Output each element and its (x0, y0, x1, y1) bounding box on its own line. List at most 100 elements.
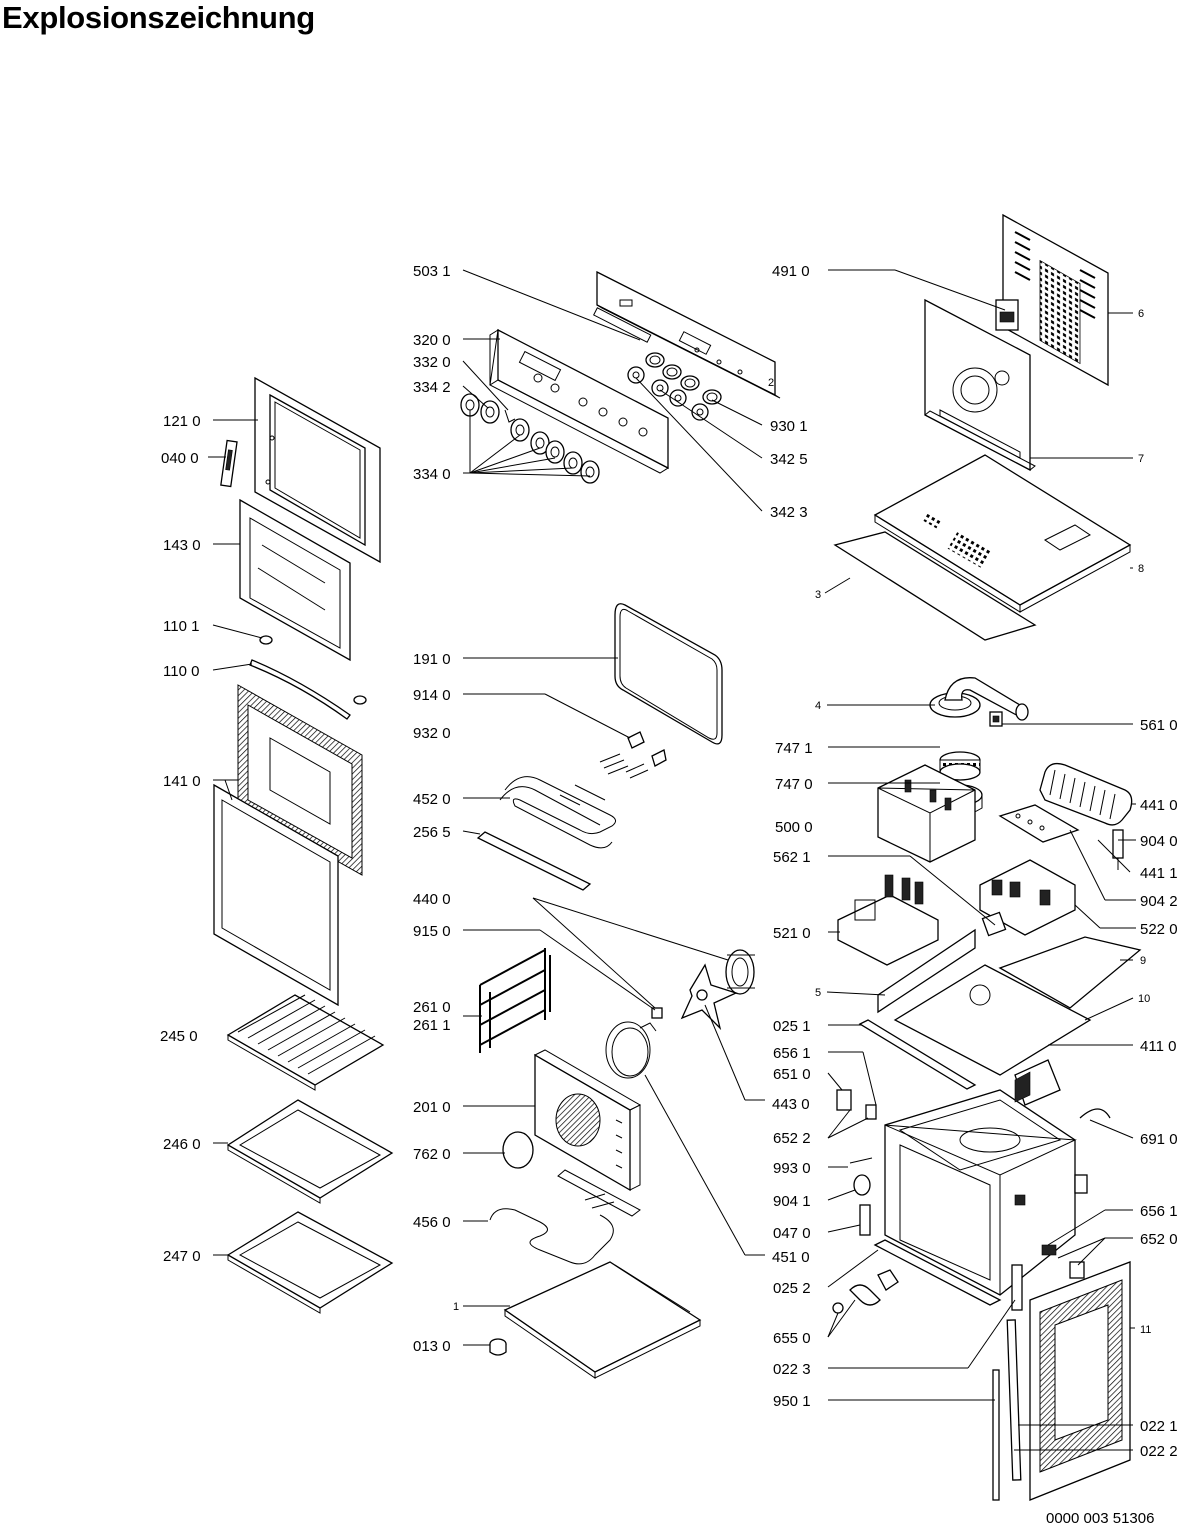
lamp-cover (502, 1131, 534, 1169)
callout-5: 5 (815, 987, 821, 999)
convection-fan (651, 949, 755, 1031)
top-sheet-metal (858, 928, 1142, 1090)
callout-261-0: 261 0 (413, 999, 451, 1016)
callout-245-0: 245 0 (160, 1028, 198, 1045)
callout-013-0: 013 0 (413, 1338, 451, 1355)
inner-door-glass (239, 498, 351, 662)
callout-993-0: 993 0 (773, 1160, 811, 1177)
callout-246-0: 246 0 (163, 1136, 201, 1153)
callout-191-0: 191 0 (413, 651, 451, 668)
callout-656-1: 656 1 (773, 1045, 811, 1062)
callout-143-0: 143 0 (163, 537, 201, 554)
oven-cavity (884, 1059, 1088, 1296)
callout-441-0: 441 0 (1140, 797, 1178, 814)
exhaust-duct (929, 677, 1029, 727)
oven-door-gasket (614, 603, 723, 745)
callout-440-0: 440 0 (413, 891, 451, 908)
callout-025-1: 025 1 (773, 1018, 811, 1035)
callout-1: 1 (453, 1301, 459, 1313)
callout-652-2: 652 2 (773, 1130, 811, 1147)
grill-heating-element (499, 776, 616, 849)
callout-691-0: 691 0 (1140, 1131, 1178, 1148)
callout-261-1: 261 1 (413, 1017, 451, 1034)
callout-762-0: 762 0 (413, 1146, 451, 1163)
callout-451-0: 451 0 (772, 1249, 810, 1266)
back-wall (924, 298, 1036, 472)
callout-047-0: 047 0 (773, 1225, 811, 1242)
electronic-modules (837, 764, 1076, 966)
callout-9: 9 (1140, 955, 1146, 967)
callout-022-3: 022 3 (773, 1361, 811, 1378)
callout-561-0: 561 0 (1140, 717, 1178, 734)
callout-332-0: 332 0 (413, 354, 451, 371)
shelf-supports (479, 948, 551, 1053)
callout-441-1: 441 1 (1140, 865, 1178, 882)
callout-456-0: 456 0 (413, 1214, 451, 1231)
callout-121-0: 121 0 (163, 413, 201, 430)
callout-443-0: 443 0 (772, 1096, 810, 1113)
callout-904-2: 904 2 (1140, 893, 1178, 910)
callout-022-2: 022 2 (1140, 1443, 1178, 1460)
callout-522-0: 522 0 (1140, 921, 1178, 938)
callout-651-0: 651 0 (773, 1066, 811, 1083)
callout-320-0: 320 0 (413, 332, 451, 349)
callout-256-5: 256 5 (413, 824, 451, 841)
callout-334-2: 334 2 (413, 379, 451, 396)
callout-656-1-b: 656 1 (1140, 1203, 1178, 1220)
top-cover (833, 454, 1132, 641)
callout-747-1: 747 1 (775, 740, 813, 757)
callout-141-0: 141 0 (163, 773, 201, 790)
callout-342-3: 342 3 (770, 504, 808, 521)
control-panel-rear (593, 270, 781, 399)
outer-door-glass (213, 684, 363, 1007)
callout-3: 3 (815, 589, 821, 601)
control-knobs (460, 393, 600, 484)
callout-491-0: 491 0 (772, 263, 810, 280)
tangential-fan-motor (998, 762, 1133, 870)
callout-914-0: 914 0 (413, 687, 451, 704)
wire-shelf (226, 994, 385, 1091)
callout-411-0: 411 0 (1140, 1038, 1176, 1055)
rotary-switches (627, 352, 722, 421)
callout-521-0: 521 0 (773, 925, 811, 942)
front-frame-parts (873, 1239, 1023, 1501)
grill-rail (476, 831, 592, 891)
side-door-frame (1029, 1261, 1131, 1501)
callout-110-0: 110 0 (163, 663, 199, 680)
callout-904-0: 904 0 (1140, 833, 1178, 850)
roasting-pan (226, 1211, 394, 1314)
callout-247-0: 247 0 (163, 1248, 201, 1265)
fan-cover (533, 1049, 642, 1192)
door-frame (254, 376, 381, 564)
callout-950-1: 950 1 (773, 1393, 811, 1410)
callout-915-0: 915 0 (413, 923, 451, 940)
callout-201-0: 201 0 (413, 1099, 451, 1116)
callout-932-0: 932 0 (413, 725, 451, 742)
small-parts-right (832, 1089, 1111, 1314)
control-panel-front (488, 328, 670, 474)
callout-503-1: 503 1 (413, 263, 451, 280)
baking-tray (226, 1099, 394, 1204)
callout-8: 8 (1138, 563, 1144, 575)
callout-10: 10 (1138, 993, 1150, 1005)
callout-4: 4 (815, 700, 821, 712)
callout-2: 2 (768, 377, 774, 389)
lamp-holder-parts (599, 731, 667, 779)
rear-cover-panel (1002, 213, 1109, 387)
callout-7: 7 (1138, 453, 1144, 465)
callout-452-0: 452 0 (413, 791, 451, 808)
callout-022-1: 022 1 (1140, 1418, 1178, 1435)
ring-heating-element (605, 1021, 657, 1079)
callout-930-1: 930 1 (770, 418, 808, 435)
callout-500-0: 500 0 (775, 819, 813, 836)
callout-11: 11 (1140, 1324, 1151, 1336)
door-hinge (220, 439, 238, 488)
callout-040-0: 040 0 (161, 450, 199, 467)
page-title: Explosionszeichnung (2, 0, 315, 35)
callout-562-1: 562 1 (773, 849, 811, 866)
foot (489, 1338, 507, 1356)
callout-904-1: 904 1 (773, 1193, 811, 1210)
callout-6: 6 (1138, 308, 1144, 320)
document-number: 0000 003 51306 (1046, 1510, 1155, 1527)
